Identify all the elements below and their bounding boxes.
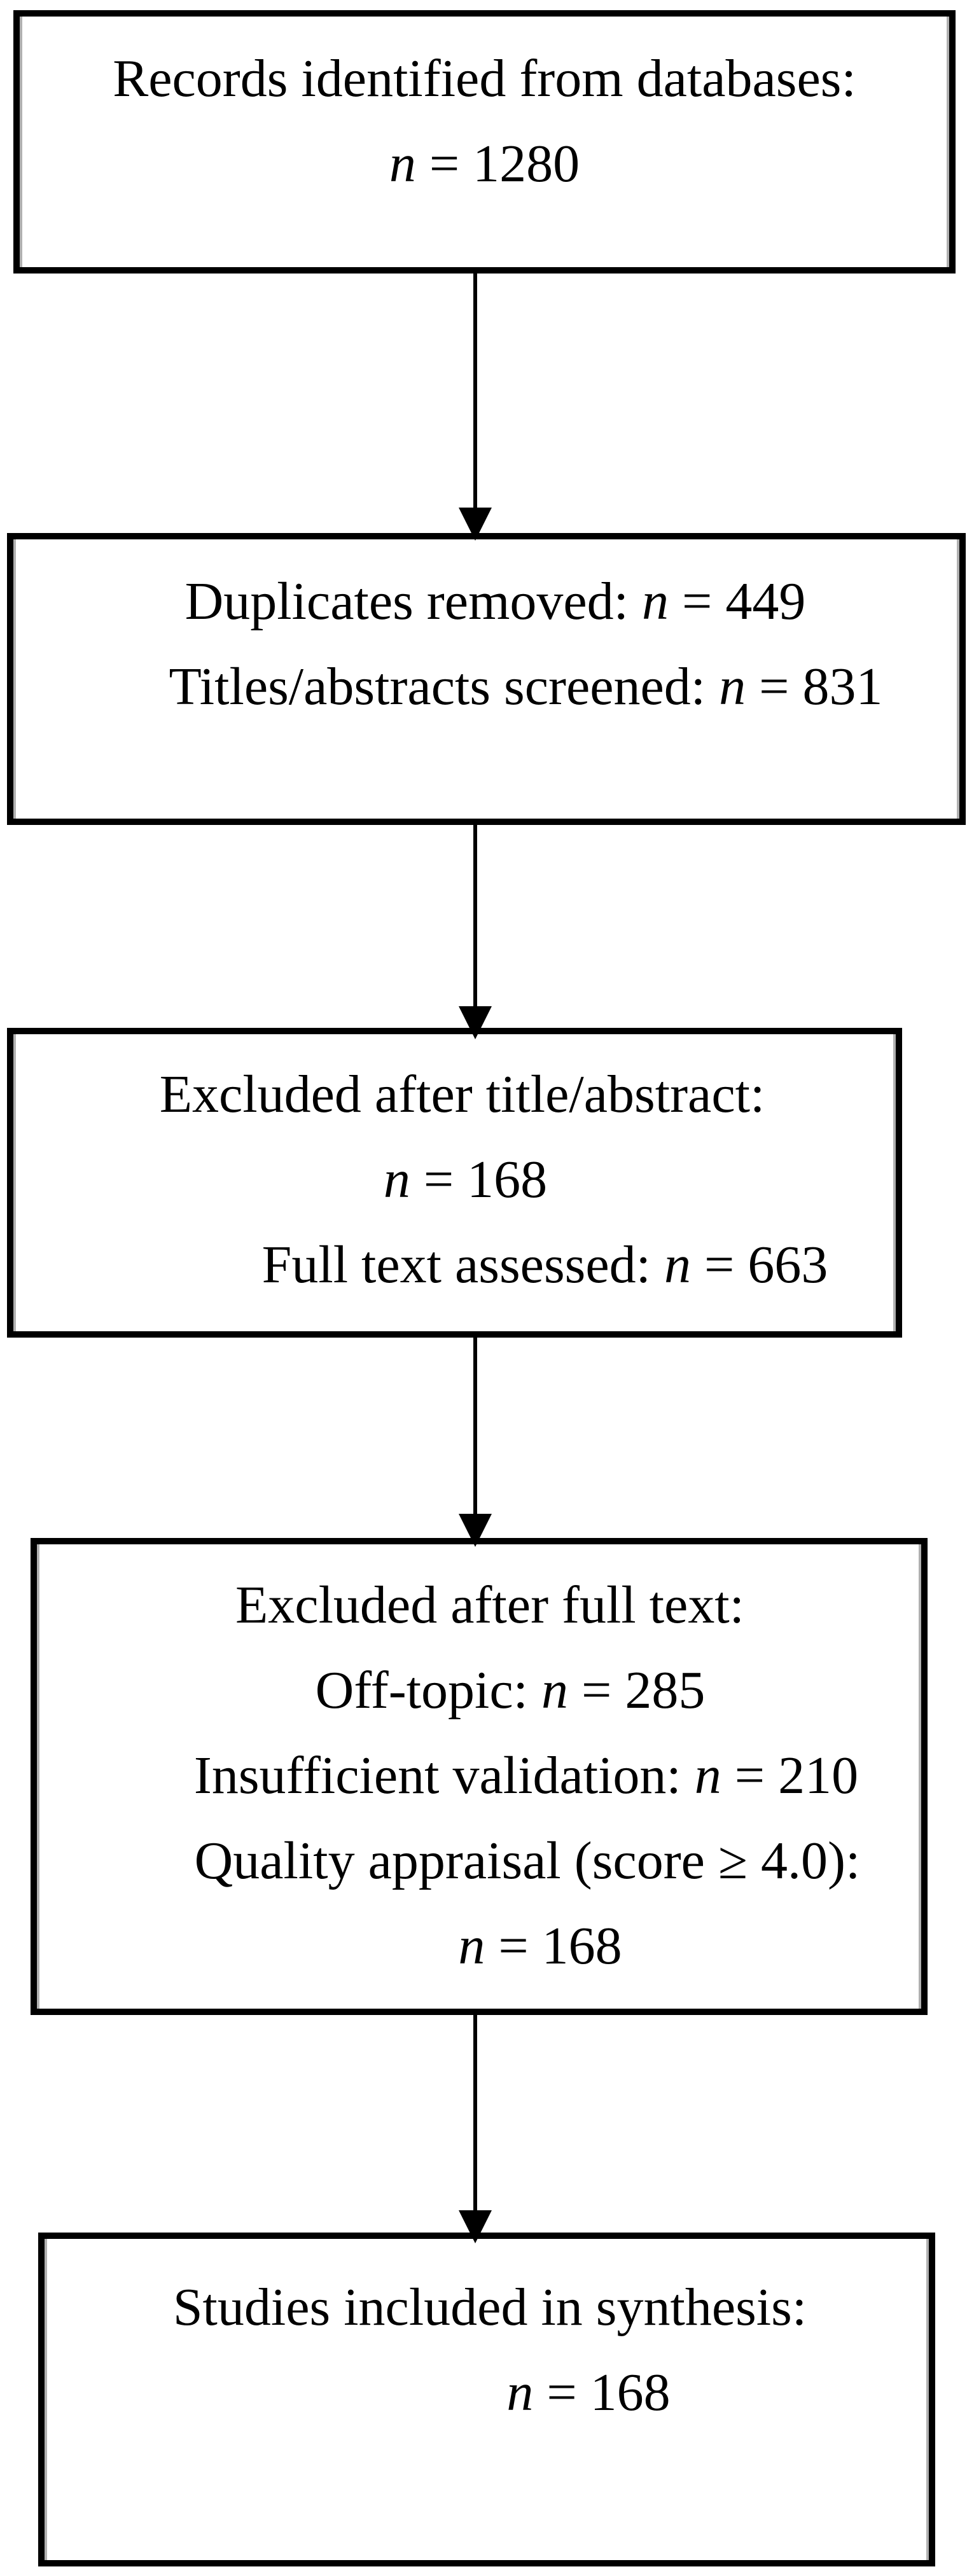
text-segment: = 168 bbox=[485, 1916, 622, 1976]
arrow-shaft bbox=[473, 274, 477, 508]
flow-box-records-identified: Records identified from databases: n = 12… bbox=[13, 10, 956, 274]
arrow-head-icon bbox=[459, 2210, 492, 2243]
text-segment: Duplicates removed: bbox=[184, 572, 643, 631]
flow-box-line: Studies included in synthesis: bbox=[48, 2265, 932, 2350]
flow-box-line: Full text assessed: n = 663 bbox=[104, 1222, 967, 1308]
text-segment: = 210 bbox=[721, 1746, 859, 1805]
text-segment: Full text assessed: bbox=[261, 1235, 664, 1294]
text-segment: Insufficient validation: bbox=[193, 1746, 695, 1805]
text-segment: Records identified from databases: bbox=[113, 49, 856, 108]
arrow-shaft bbox=[473, 2015, 477, 2210]
n-symbol: n bbox=[383, 1150, 410, 1209]
n-symbol: n bbox=[458, 1916, 485, 1976]
n-symbol: n bbox=[389, 134, 416, 193]
text-segment: = 168 bbox=[533, 2363, 671, 2422]
flow-arrow-2 bbox=[459, 825, 492, 1039]
flow-box-line: Excluded after title/abstract: bbox=[21, 1052, 903, 1137]
n-symbol: n bbox=[664, 1235, 691, 1294]
text-segment: Excluded after full text: bbox=[235, 1575, 744, 1635]
text-segment: = 1280 bbox=[415, 134, 580, 193]
n-symbol: n bbox=[541, 1661, 568, 1720]
flow-box-line: Insufficient validation: n = 210 bbox=[84, 1733, 967, 1818]
flow-box-line: Excluded after full text: bbox=[48, 1563, 932, 1648]
flow-box-excluded-full-text: Excluded after full text: Off-topic: n = … bbox=[31, 1538, 928, 2015]
n-symbol: n bbox=[694, 1746, 721, 1805]
flow-arrow-1 bbox=[459, 274, 492, 541]
flow-box-line: Titles/abstracts screened: n = 831 bbox=[53, 644, 967, 730]
text-segment: = 663 bbox=[690, 1235, 828, 1294]
flow-box-line: n = 1280 bbox=[20, 121, 949, 207]
text-segment: Excluded after title/abstract: bbox=[159, 1065, 765, 1124]
flow-box-line: n = 168 bbox=[24, 1137, 907, 1222]
n-symbol: n bbox=[506, 2363, 534, 2422]
flow-box-line: Records identified from databases: bbox=[20, 36, 949, 121]
text-segment: Studies included in synthesis: bbox=[172, 2278, 807, 2337]
arrow-head-icon bbox=[459, 1514, 492, 1547]
text-segment: = 831 bbox=[746, 657, 883, 716]
flow-arrow-3 bbox=[459, 1338, 492, 1547]
flow-box-studies-included: Studies included in synthesis: n = 168 bbox=[38, 2233, 935, 2566]
arrow-shaft bbox=[473, 1338, 477, 1514]
flow-box-line: Off-topic: n = 285 bbox=[68, 1648, 952, 1733]
flow-arrow-4 bbox=[459, 2015, 492, 2243]
text-segment: = 285 bbox=[567, 1661, 706, 1720]
flow-box-line: n = 168 bbox=[146, 2350, 967, 2435]
arrow-shaft bbox=[473, 825, 477, 1006]
arrow-head-icon bbox=[459, 508, 492, 541]
text-segment: Quality appraisal (score ≥ 4.0): bbox=[194, 1831, 861, 1890]
flow-box-line: Duplicates removed: n = 449 bbox=[22, 559, 967, 644]
arrow-head-icon bbox=[459, 1006, 492, 1039]
flow-box-line: n = 168 bbox=[98, 1904, 967, 1989]
text-segment: Off-topic: bbox=[315, 1661, 541, 1720]
n-symbol: n bbox=[642, 572, 669, 631]
text-segment: = 168 bbox=[410, 1150, 548, 1209]
text-segment: Titles/abstracts screened: bbox=[169, 657, 720, 716]
text-segment: = 449 bbox=[669, 572, 806, 631]
flow-box-line: Quality appraisal (score ≥ 4.0): bbox=[85, 1818, 967, 1904]
n-symbol: n bbox=[719, 657, 746, 716]
